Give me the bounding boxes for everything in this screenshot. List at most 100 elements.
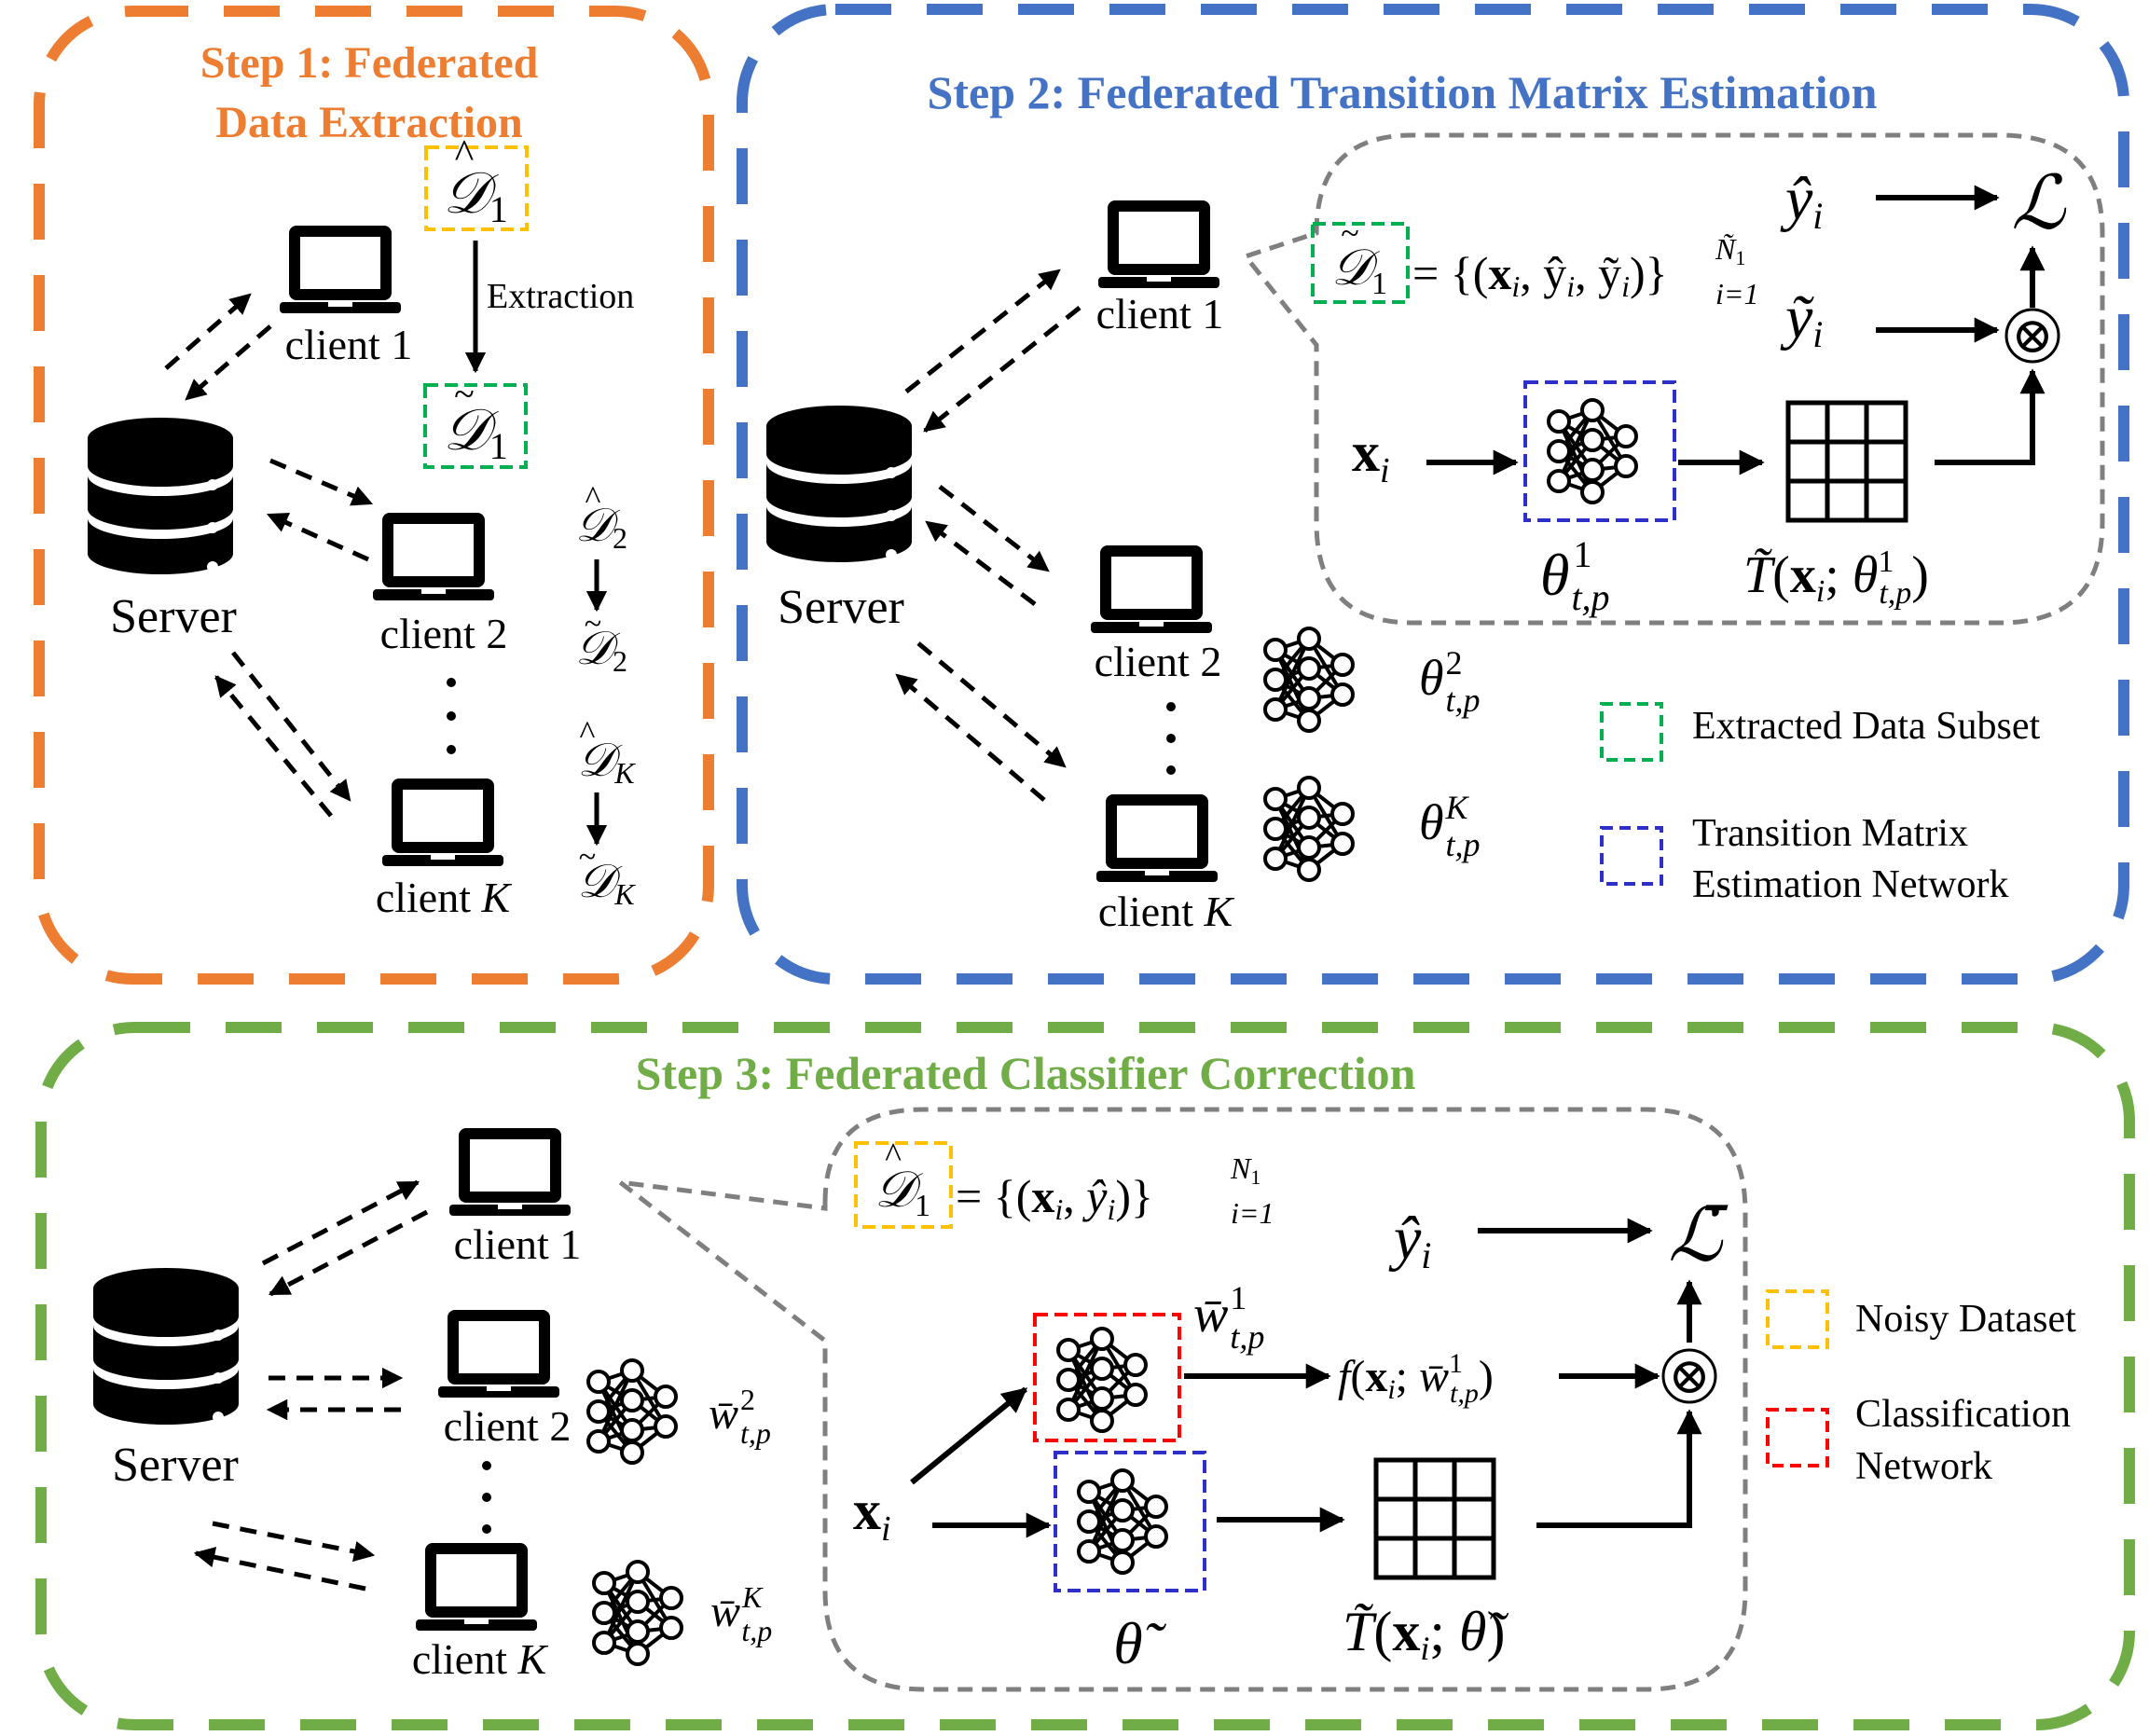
step3-legend-noisy-swatch — [1766, 1289, 1829, 1349]
step2-yhat: ŷi — [1780, 165, 1823, 237]
step2-ytilde: ỹi — [1780, 283, 1823, 355]
step2-matrix-to-otimes-arrow — [1935, 368, 2046, 465]
step2-callout-bubble — [1241, 132, 2105, 626]
step2-clientK-label: client K — [1098, 888, 1235, 935]
step2-legend-extracted-label: Extracted Data Subset — [1692, 705, 2041, 748]
step1-title-line1: Step 1: Federated — [200, 38, 539, 88]
step1-dhat2-hat: ^ — [585, 479, 601, 517]
step3-client1-label: client 1 — [454, 1220, 582, 1268]
step1-client2-label: client 2 — [380, 610, 508, 657]
step2-tm-net-box — [1523, 380, 1676, 522]
step3-set-sub: i=1 — [1231, 1196, 1274, 1230]
step3-callout-bubble — [612, 1107, 1748, 1692]
step3-yhat: ŷi — [1388, 1205, 1431, 1276]
step1-dhatK-hat: ^ — [580, 714, 596, 751]
step2-L: ℒ — [2011, 163, 2066, 245]
step1-dhat2: 𝒟2 — [575, 499, 627, 555]
step3-clientK-laptop-icon — [416, 1543, 537, 1631]
step3-T-label: T̃(xi; θ̃) — [1343, 1601, 1509, 1667]
step3-title: Step 3: Federated Classifier Correction — [636, 1047, 1416, 1099]
step2-title: Step 2: Federated Transition Matrix Esti… — [928, 66, 1878, 118]
step3-tm-net-icon — [1077, 1468, 1168, 1575]
step2-tm-net-icon — [1547, 398, 1638, 504]
step2-legend-tm-line2: Estimation Network — [1692, 863, 2008, 906]
step3-Lbar: ℒ̄ — [1668, 1195, 1729, 1277]
step2-panel: Step 2: Federated Transition Matrix Esti… — [737, 4, 2129, 985]
step1-client2-laptop-icon — [373, 513, 494, 600]
step2-set-sub: i=1 — [1715, 277, 1758, 310]
step2-legend-tm-line1: Transition Matrix — [1692, 812, 1968, 855]
step3-legend-noisy-label: Noisy Dataset — [1855, 1298, 2076, 1341]
step3-client2-net-icon — [586, 1358, 678, 1465]
step2-clientK-laptop-icon — [1096, 794, 1218, 882]
step1-noisy-box — [424, 145, 529, 231]
step3-legend-cls-swatch — [1766, 1408, 1829, 1467]
step1-border — [34, 6, 714, 985]
step3-matrix-to-otimes-arrow — [1536, 1409, 1702, 1528]
step1-dtildeK-tilde: ~ — [579, 840, 596, 875]
step1-dtilde2-tilde: ~ — [585, 607, 601, 641]
step1-title-line2: Data Extraction — [215, 98, 522, 147]
step3-set-sup: N1 — [1230, 1151, 1260, 1189]
step1-dhat1: 𝒟1 — [443, 162, 507, 230]
step1-panel: Step 1: Federated Data Extraction Server… — [34, 6, 714, 985]
step3-client2-label: client 2 — [444, 1402, 572, 1450]
step2-legend-extracted-swatch — [1600, 702, 1663, 762]
step3-otimes: ⊗ — [1668, 1348, 1710, 1404]
step2-client2-net-icon — [1263, 627, 1355, 733]
step2-legend-tm-swatch — [1600, 826, 1663, 886]
step3-dhat1-hat: ^ — [885, 1137, 902, 1176]
step3-legend-cls-line2: Network — [1855, 1445, 1992, 1488]
step1-vdots — [447, 678, 456, 754]
step1-clientK-label: client K — [376, 874, 513, 921]
step2-vdots — [1166, 702, 1176, 775]
step2-set-def: = {(xi, ŷi, ỹi)} — [1412, 247, 1668, 303]
step2-client1-label: client 1 — [1096, 290, 1224, 338]
step3-server-label: Server — [112, 1439, 239, 1492]
step3-xi-to-cls-arrow — [910, 1386, 1028, 1485]
step1-server-icon — [88, 418, 233, 574]
step1-extraction-label: Extraction — [487, 277, 634, 316]
step3-otimes-circle — [1661, 1348, 1717, 1404]
step3-comm-arrows — [193, 1179, 429, 1591]
step1-client1-laptop-icon — [280, 226, 401, 313]
step1-dtilde1: 𝒟1 — [443, 399, 507, 467]
step3-noisy-box — [854, 1141, 953, 1229]
step3-client1-laptop-icon — [449, 1128, 571, 1216]
step2-extracted-box — [1311, 222, 1410, 304]
step1-dhatK: 𝒟K — [577, 734, 636, 790]
step2-xi: xi — [1352, 421, 1390, 490]
step3-set-def: = {(xi, ŷi)} — [956, 1170, 1153, 1226]
step3-border — [35, 1022, 2135, 1730]
step1-extracted-box — [423, 383, 528, 469]
step1-clientK-laptop-icon — [382, 778, 503, 866]
step3-client2-laptop-icon — [438, 1310, 559, 1398]
step2-client2-label: client 2 — [1095, 638, 1222, 685]
step2-dtilde1: 𝒟1 — [1331, 240, 1387, 301]
step3-dhat1: 𝒟1 — [875, 1162, 930, 1223]
step2-clientK-net-icon — [1263, 776, 1355, 882]
step2-client2-laptop-icon — [1091, 545, 1212, 633]
step2-server-icon — [766, 406, 912, 562]
step1-dhat1-hat: ^ — [455, 131, 475, 177]
step3-server-icon — [93, 1268, 239, 1425]
step2-client1-laptop-icon — [1098, 200, 1219, 288]
step3-cls-net-icon — [1056, 1327, 1148, 1433]
step3-panel: Step 3: Federated Classifier Correction … — [35, 1022, 2135, 1730]
step2-otimes: ⊗ — [2011, 308, 2053, 364]
step1-comm-arrows — [164, 293, 374, 818]
step3-clientK-label: client K — [412, 1635, 549, 1683]
step2-server-label: Server — [778, 581, 904, 634]
step3-tm-net-box — [1054, 1451, 1206, 1592]
step2-comm-arrows — [895, 269, 1081, 802]
step1-server-label: Server — [110, 590, 237, 643]
step2-set-sup: Ñ1 — [1715, 232, 1745, 269]
